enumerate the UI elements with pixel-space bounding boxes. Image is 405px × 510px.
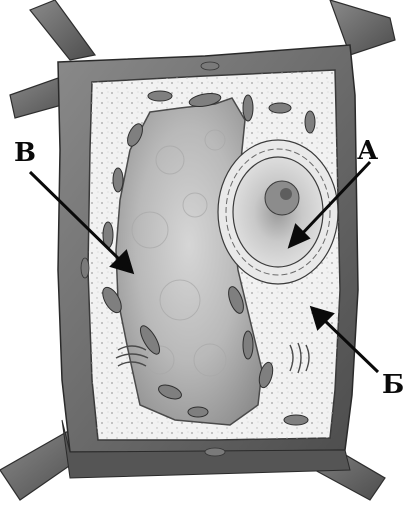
label-a: А bbox=[357, 138, 378, 164]
nucleus bbox=[218, 140, 338, 284]
label-b: Б bbox=[382, 372, 404, 398]
label-v: В bbox=[14, 140, 36, 166]
